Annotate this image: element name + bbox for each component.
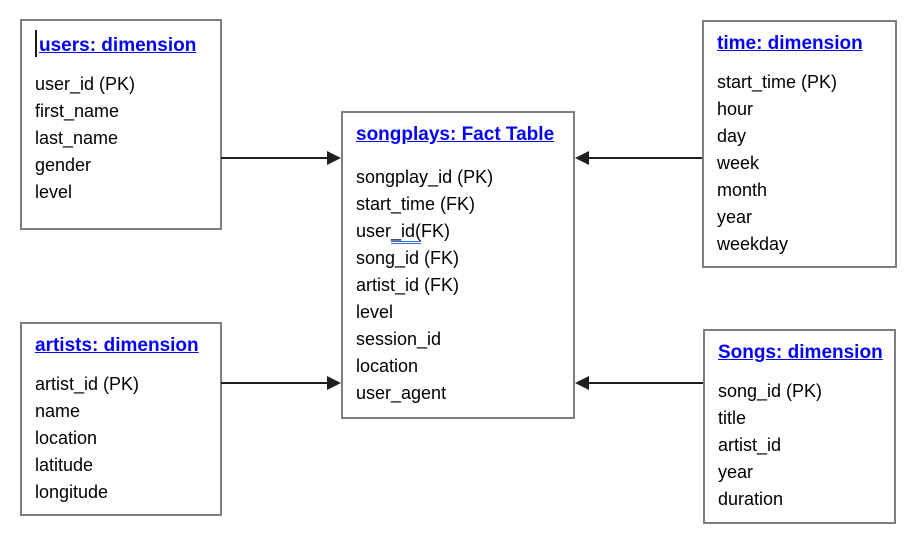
table-artists-title[interactable]: artists: dimension: [35, 335, 199, 356]
field-row: start_time (FK): [356, 194, 476, 214]
field-row: year: [717, 207, 753, 227]
table-users-fields: user_id (PK) first_name last_name gender…: [35, 71, 208, 206]
arrow-songs-to-songplays: [575, 376, 703, 390]
field-row: week: [717, 153, 760, 173]
arrowhead-right-icon: [327, 376, 341, 390]
field-row: location: [356, 356, 419, 376]
table-artists[interactable]: artists: dimension artist_id (PK) name l…: [20, 322, 222, 516]
table-songplays[interactable]: songplays: Fact Table songplay_id (PK) s…: [341, 111, 575, 419]
field-row: year: [718, 462, 754, 482]
field-row-user-id: user_id(FK): [356, 218, 561, 245]
field-row: last_name: [35, 128, 119, 148]
table-songs[interactable]: Songs: dimension song_id (PK) title arti…: [703, 329, 896, 524]
grammar-underline: _id(: [391, 221, 422, 244]
text-cursor: [35, 30, 37, 57]
arrow-artists-to-songplays: [221, 376, 341, 390]
field-row: gender: [35, 155, 92, 175]
field-row: month: [717, 180, 768, 200]
arrow-line: [221, 157, 328, 159]
arrow-line: [588, 157, 702, 159]
field-row: name: [35, 401, 81, 421]
field-row: weekday: [717, 234, 789, 254]
table-songs-title[interactable]: Songs: dimension: [718, 342, 883, 363]
field-row: hour: [717, 99, 754, 119]
field-row: songplay_id (PK): [356, 167, 494, 187]
arrowhead-right-icon: [327, 151, 341, 165]
field-row: level: [356, 302, 394, 322]
field-row: title: [718, 408, 747, 428]
arrow-users-to-songplays: [221, 151, 341, 165]
field-row: session_id: [356, 329, 442, 349]
table-time-title[interactable]: time: dimension: [717, 33, 863, 54]
table-songplays-title[interactable]: songplays: Fact Table: [356, 124, 555, 145]
table-songplays-fields: songplay_id (PK) start_time (FK) user_id…: [356, 164, 561, 407]
field-row: user_id (PK): [35, 74, 136, 94]
table-users-title-text: users: dimension: [39, 35, 197, 56]
arrowhead-left-icon: [575, 376, 589, 390]
table-time-fields: start_time (PK) hour day week month year…: [717, 69, 883, 258]
field-row: artist_id: [718, 435, 782, 455]
field-row: duration: [718, 489, 784, 509]
field-text: user: [356, 221, 392, 241]
field-row: artist_id (FK): [356, 275, 460, 295]
field-row: longitude: [35, 482, 109, 502]
arrow-line: [588, 382, 703, 384]
field-row: location: [35, 428, 98, 448]
table-users-title[interactable]: users: dimension: [35, 30, 208, 59]
field-row: day: [717, 126, 747, 146]
field-row: song_id (PK): [718, 381, 823, 401]
field-row: song_id (FK): [356, 248, 460, 268]
field-row: first_name: [35, 101, 120, 121]
table-artists-fields: artist_id (PK) name location latitude lo…: [35, 371, 208, 506]
arrow-line: [221, 382, 328, 384]
arrow-time-to-songplays: [575, 151, 702, 165]
arrowhead-left-icon: [575, 151, 589, 165]
field-row: level: [35, 182, 73, 202]
table-songs-fields: song_id (PK) title artist_id year durati…: [718, 378, 882, 513]
field-row: start_time (PK): [717, 72, 838, 92]
table-time[interactable]: time: dimension start_time (PK) hour day…: [702, 20, 897, 268]
field-row: latitude: [35, 455, 94, 475]
field-row: artist_id (PK): [35, 374, 140, 394]
table-users[interactable]: users: dimension user_id (PK) first_name…: [20, 19, 222, 230]
field-row: user_agent: [356, 383, 447, 403]
field-text: FK): [421, 221, 451, 241]
